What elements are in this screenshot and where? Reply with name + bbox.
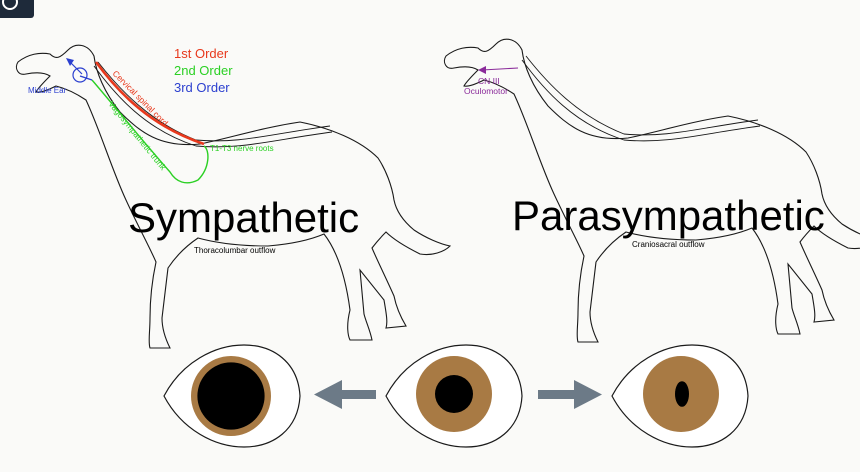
first-order-neuron <box>94 61 205 146</box>
eye-normal <box>385 344 523 448</box>
label-nerve-roots: T1-T3 nerve roots <box>210 144 274 153</box>
para-spinal-canal-outer <box>525 55 759 136</box>
record-icon[interactable] <box>0 0 34 18</box>
label-oculomotor: Oculomotor <box>464 86 508 96</box>
eye-arrowhead-icon <box>66 58 74 66</box>
eye-dilated <box>163 344 301 448</box>
sympathetic-subtitle: Thoracolumbar outflow <box>194 246 276 255</box>
cn3-nerve-line <box>481 67 519 71</box>
sympathetic-panel: 1st Order 2nd Order 3rd Order Middle Ear… <box>15 44 451 349</box>
parasympathetic-title: Parasympathetic <box>512 192 825 239</box>
cn3-arrowhead-icon <box>478 66 486 74</box>
legend-third-order: 3rd Order <box>174 80 230 95</box>
pupil <box>675 381 689 407</box>
pupil <box>435 375 473 413</box>
middle-ear-circle <box>72 67 88 83</box>
eye-constricted <box>611 344 749 448</box>
second-order-neuron <box>91 79 209 184</box>
parasympathetic-panel <box>443 38 860 343</box>
arrow-left-icon <box>314 380 376 409</box>
sympathetic-title: Sympathetic <box>128 194 359 241</box>
label-cn3: CN III <box>478 76 500 86</box>
arrow-right-icon <box>538 380 602 409</box>
spinal-canal-inner <box>93 65 333 148</box>
eye-row <box>163 344 749 448</box>
pupil <box>197 362 265 430</box>
parasympathetic-dog-outline <box>443 38 860 343</box>
para-spinal-canal-inner <box>521 59 761 142</box>
label-middle-ear: Middle Ear <box>28 86 67 95</box>
legend-first-order: 1st Order <box>174 46 229 61</box>
legend-second-order: 2nd Order <box>174 63 233 78</box>
parasympathetic-subtitle: Craniosacral outflow <box>632 240 705 249</box>
eye-arrow-line <box>69 61 83 75</box>
record-ring <box>2 0 18 10</box>
